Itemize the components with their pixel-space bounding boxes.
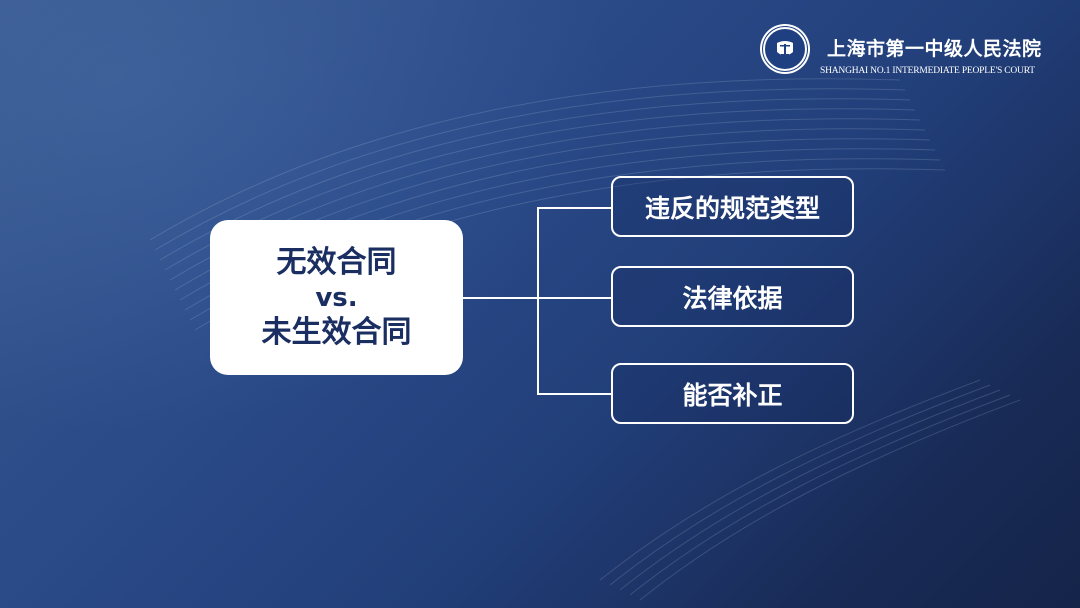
branch-node-legal-basis: 法律依据 <box>611 266 854 327</box>
court-name-en: SHANGHAI NO.1 INTERMEDIATE PEOPLE'S COUR… <box>820 66 1035 76</box>
connector-vertical-trunk <box>537 207 539 395</box>
root-line-1: 无效合同 <box>276 244 397 280</box>
connector-branch-1 <box>537 207 611 209</box>
scales-of-justice-icon <box>777 41 793 56</box>
root-line-vs: vs. <box>315 282 358 313</box>
court-emblem-icon <box>760 24 810 74</box>
branch-label: 法律依据 <box>682 283 783 313</box>
court-logo: 上海市第一中级人民法院 SHANGHAI NO.1 INTERMEDIATE P… <box>760 24 1060 80</box>
branch-label: 能否补正 <box>682 380 783 410</box>
branch-label: 违反的规范类型 <box>644 193 820 223</box>
root-node: 无效合同 vs. 未生效合同 <box>210 220 463 375</box>
court-name-cn: 上海市第一中级人民法院 <box>827 38 1042 60</box>
connector-branch-3 <box>537 393 611 395</box>
root-line-2: 未生效合同 <box>261 314 412 350</box>
branch-node-norm-type: 违反的规范类型 <box>611 176 854 237</box>
branch-node-rectifiable: 能否补正 <box>611 363 854 424</box>
